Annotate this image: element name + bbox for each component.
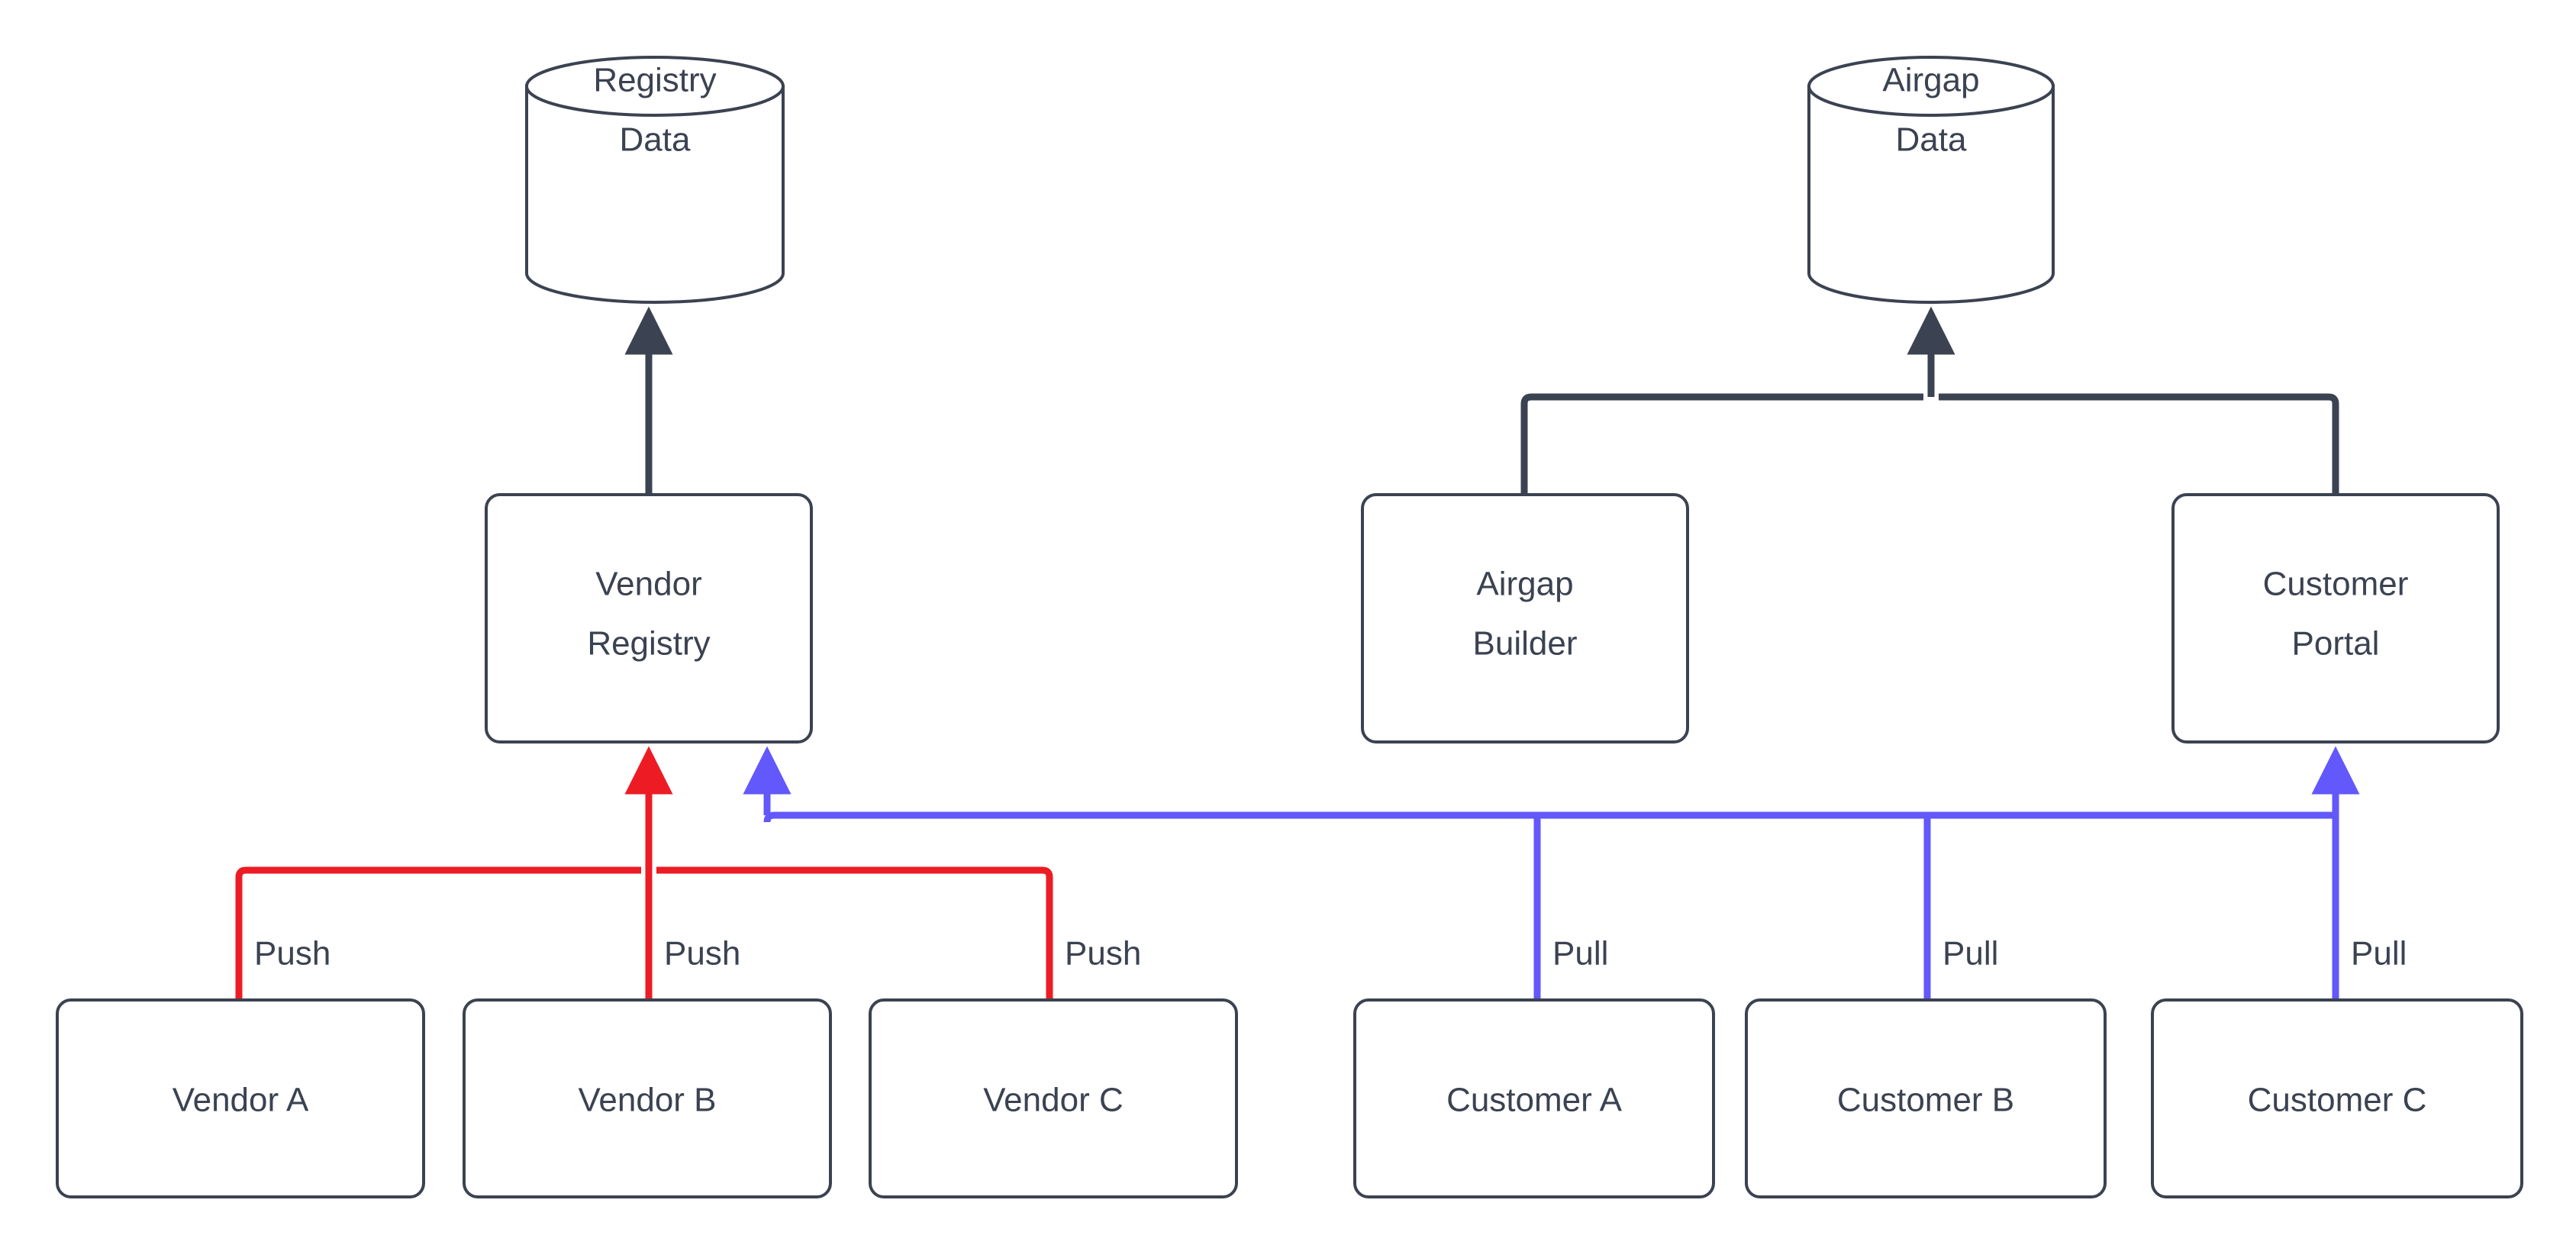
edge-label-pull-customer-c: Pull xyxy=(2351,935,2407,973)
node-label-vendor-registry-line1: Vendor xyxy=(595,566,701,603)
edge-label-pull-customer-b: Pull xyxy=(1942,935,1998,973)
node-label-airgap-data-line2: Data xyxy=(1896,121,1967,159)
node-label-airgap-builder-line1: Airgap xyxy=(1476,566,1573,603)
node-vendor-c[interactable]: Vendor C xyxy=(869,998,1238,1198)
edge-label-push-vendor-b: Push xyxy=(664,935,740,973)
edge-vendor-c-push xyxy=(656,866,1053,1000)
node-label-vendor-a: Vendor A xyxy=(172,1082,309,1119)
node-vendor-b[interactable]: Vendor B xyxy=(463,998,832,1198)
node-customer-portal[interactable]: Customer Portal xyxy=(2171,493,2500,744)
node-label-customer-portal-line2: Portal xyxy=(2292,625,2380,663)
node-label-airgap-builder-line2: Builder xyxy=(1473,625,1578,663)
node-registry-data[interactable]: Registry Data xyxy=(525,56,785,304)
node-label-vendor-b: Vendor B xyxy=(578,1082,716,1119)
edge-label-pull-customer-a: Pull xyxy=(1552,935,1608,973)
node-label-registry-data-line1: Registry xyxy=(593,62,716,99)
edge-pull-arrow-into-vendor-registry xyxy=(767,754,774,823)
edge-label-push-vendor-c: Push xyxy=(1065,935,1141,973)
node-vendor-registry[interactable]: Vendor Registry xyxy=(485,493,813,744)
node-customer-a[interactable]: Customer A xyxy=(1353,998,1715,1198)
node-vendor-a[interactable]: Vendor A xyxy=(56,998,425,1198)
edge-vendor-a-push xyxy=(235,866,641,1000)
node-label-customer-c: Customer C xyxy=(2248,1082,2427,1119)
node-label-customer-a: Customer A xyxy=(1446,1082,1623,1119)
edge-airgap-builder-to-airgap-data xyxy=(1520,393,1923,495)
node-label-customer-b: Customer B xyxy=(1837,1082,2014,1119)
node-label-airgap-data-line1: Airgap xyxy=(1882,62,1979,99)
node-label-vendor-registry-line2: Registry xyxy=(587,625,710,663)
node-label-registry-data-line2: Data xyxy=(620,121,691,159)
node-customer-b[interactable]: Customer B xyxy=(1745,998,2107,1198)
node-customer-c[interactable]: Customer C xyxy=(2151,998,2523,1198)
node-label-customer-portal-line1: Customer xyxy=(2263,566,2409,603)
node-label-vendor-c: Vendor C xyxy=(983,1082,1123,1119)
node-airgap-builder[interactable]: Airgap Builder xyxy=(1361,493,1689,744)
edge-label-push-vendor-a: Push xyxy=(254,935,330,973)
edge-customer-portal-to-airgap-data xyxy=(1939,393,2339,495)
node-airgap-data[interactable]: Airgap Data xyxy=(1807,56,2055,304)
